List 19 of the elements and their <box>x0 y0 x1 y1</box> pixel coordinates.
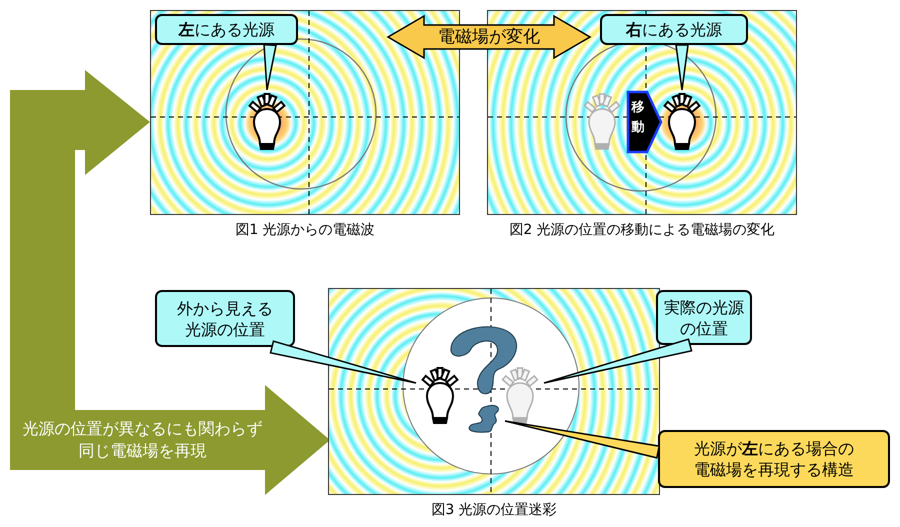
callout-box: 左にある光源 <box>155 14 298 45</box>
leader-line <box>270 340 417 384</box>
callout-box: 外から見える光源の位置 <box>155 290 295 347</box>
figure-caption: 図3 光源の位置迷彩 <box>430 501 558 519</box>
figure-caption: 図2 光源の位置の移動による電磁場の変化 <box>508 221 776 239</box>
leader-line <box>543 338 692 384</box>
leader-line <box>263 44 277 91</box>
arrow <box>10 70 150 410</box>
edge-label: 光源の位置が異なるにも関わらず同じ電磁場を再現 <box>22 418 262 462</box>
callout-box: 実際の光源の位置 <box>656 290 752 345</box>
arrow <box>10 385 330 495</box>
callout-box: 右にある光源 <box>600 14 748 45</box>
double-arrow <box>386 14 592 60</box>
arrow <box>626 90 662 154</box>
figure-caption: 図1 光源からの電磁波 <box>234 221 376 239</box>
edge-label: 移動 <box>630 99 646 137</box>
edge-label: 電磁場が変化 <box>437 26 541 48</box>
leader-line <box>675 44 689 91</box>
leader-line <box>504 420 660 459</box>
